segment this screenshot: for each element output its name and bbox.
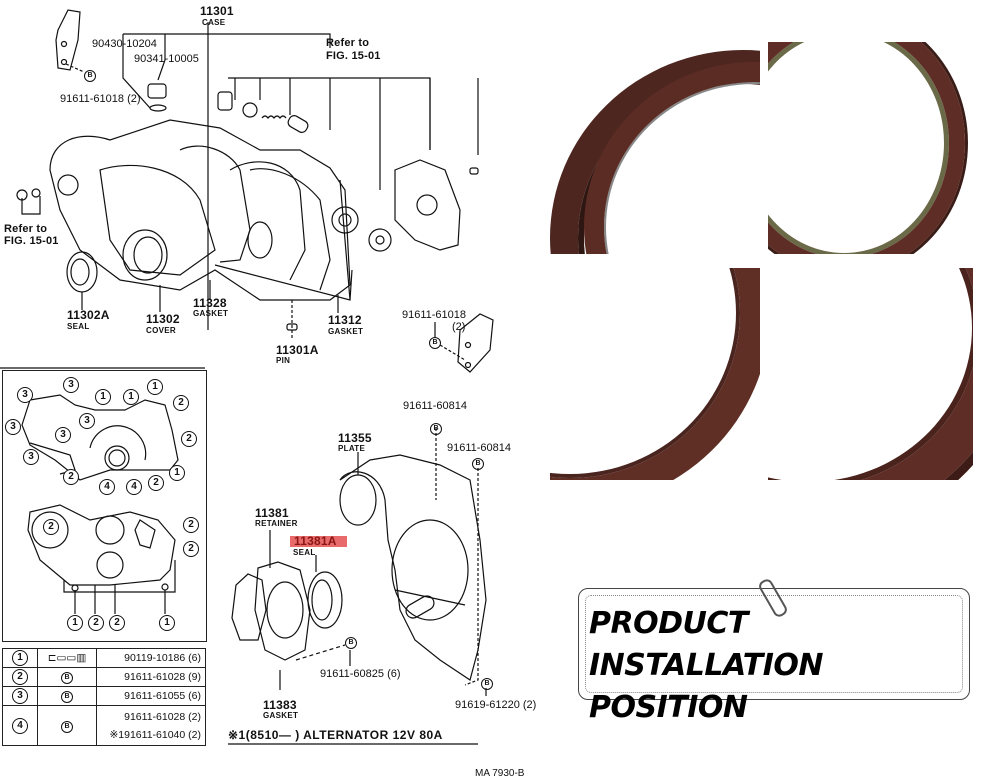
table-row: 2 B 91611-61028 (9) [2, 667, 206, 687]
gasket-part-number: 11328 [193, 296, 227, 310]
cover-part-number: 11302 [146, 312, 180, 326]
banner-title: PRODUCT INSTALLATION POSITION [589, 603, 969, 729]
alternator-footnote: ※1(8510— ) ALTERNATOR 12V 80A [228, 728, 443, 742]
retainer-part-name: RETAINER [255, 519, 298, 528]
position-marker: 1 [159, 615, 175, 631]
position-marker: 2 [43, 519, 59, 535]
plate-part-number: 11355 [338, 431, 372, 445]
part-number-alt: ※191611-61040 (2) [109, 728, 201, 741]
refer-figure-label: FIG. 15-01 [326, 50, 381, 62]
right-bracket-bolt-number: 91611-61018 [402, 309, 467, 321]
b-marker-icon: B [472, 458, 484, 470]
plate-bolt-part-number-2: 91611-60814 [447, 442, 512, 454]
bolt-part-number: 90430-10204 [92, 38, 157, 50]
pin-part-number: 11301A [276, 343, 319, 357]
b-marker-icon: B [430, 423, 442, 435]
gasket-part-number-bottom: 11383 [263, 698, 297, 712]
position-marker: 2 [183, 517, 199, 533]
position-marker: 2 [181, 431, 197, 447]
part-number: 91611-61028 (2) [124, 710, 201, 723]
refer-figure-label-left: FIG. 15-01 [4, 235, 59, 247]
b-marker-icon: B [481, 678, 493, 690]
b-marker-icon: B [61, 672, 73, 684]
position-marker: 3 [55, 427, 71, 443]
marker-2: 2 [12, 669, 28, 685]
banner-dotted-border [585, 595, 963, 693]
highlighted-seal-part-name: SEAL [293, 548, 316, 557]
position-marker: 3 [17, 387, 33, 403]
position-marker: 1 [123, 389, 139, 405]
marker-4: 4 [12, 717, 28, 734]
position-marker: 3 [79, 413, 95, 429]
position-marker: 2 [148, 475, 164, 491]
position-marker: 3 [63, 377, 79, 393]
case-part-number: 11301 [200, 4, 234, 18]
marker-1: 1 [12, 650, 28, 666]
b-marker-icon: B [61, 691, 73, 703]
product-photo-3 [550, 268, 760, 480]
bolt-legend-table: 1 ⊏▭▭▥ 90119-10186 (6) 2 B 91611-61028 (… [2, 648, 206, 746]
position-marker: 3 [5, 419, 21, 435]
position-marker: 2 [63, 469, 79, 485]
plate-part-name: PLATE [338, 444, 366, 453]
banner-line-2: POSITION [589, 690, 748, 725]
pin-part-name: PIN [276, 356, 291, 365]
b-marker-icon: B [84, 70, 96, 82]
gasket-part-name: GASKET [193, 309, 229, 318]
product-photo-4 [768, 268, 973, 480]
bracket-bolt-part-number: 91611-61018 (2) [60, 93, 141, 105]
table-row: 4 B 91611-61028 (2) ※191611-61040 (2) [2, 705, 206, 746]
table-row: 3 B 91611-61055 (6) [2, 686, 206, 706]
product-photo-1 [550, 42, 760, 254]
retainer-part-number: 11381 [255, 506, 289, 520]
table-row: 1 ⊏▭▭▥ 90119-10186 (6) [2, 648, 206, 668]
seal-part-name: SEAL [67, 322, 90, 331]
position-marker: 4 [126, 479, 142, 495]
b-marker-icon: B [345, 637, 357, 649]
figure-code: MA 7930-B [475, 768, 525, 779]
part-number: 91611-61028 (9) [96, 667, 206, 687]
banner-line-1: PRODUCT INSTALLATION [589, 606, 824, 683]
exploded-parts-diagram [0, 9, 494, 745]
b-marker-icon: B [61, 720, 73, 733]
position-marker: 4 [99, 479, 115, 495]
position-marker: 2 [109, 615, 125, 631]
position-marker: 2 [88, 615, 104, 631]
bolt-position-view: 3 3 3 3 3 3 3 1 1 1 2 2 2 1 2 4 4 2 2 2 … [2, 370, 207, 642]
installation-position-banner: PRODUCT INSTALLATION POSITION [578, 588, 970, 725]
refer-to-label: Refer to [326, 37, 370, 49]
bolt-icon: ⊏▭▭▥ [47, 652, 87, 664]
right-bracket-bolt-qty: (2) [452, 321, 466, 333]
case-part-name: CASE [202, 18, 226, 27]
highlighted-seal-part-number: 11381A [290, 535, 347, 547]
refer-to-label-left: Refer to [4, 223, 48, 235]
position-marker: 3 [23, 449, 39, 465]
position-marker: 1 [169, 465, 185, 481]
cover-part-name: COVER [146, 326, 176, 335]
b-marker-icon: B [429, 337, 441, 349]
plug-part-number: 90341-10005 [134, 53, 199, 65]
marker-3: 3 [12, 688, 28, 704]
gasket-2-part-name: GASKET [328, 327, 364, 336]
gasket-2-part-number: 11312 [328, 313, 362, 327]
position-marker: 1 [147, 379, 163, 395]
plate-bolt-part-number: 91611-60814 [403, 400, 468, 412]
position-marker: 2 [183, 541, 199, 557]
gasket-part-name-bottom: GASKET [263, 711, 299, 720]
plate-bottom-bolt-part-number: 91619-61220 (2) [455, 699, 537, 711]
product-photo-2 [768, 42, 973, 254]
seal-part-number: 11302A [67, 308, 110, 322]
part-number: 91611-61055 (6) [96, 686, 206, 706]
position-marker: 1 [67, 615, 83, 631]
position-marker: 1 [95, 389, 111, 405]
part-number: 90119-10186 (6) [96, 648, 206, 668]
position-marker: 2 [173, 395, 189, 411]
retainer-bolt-part-number: 91611-60825 (6) [320, 668, 401, 680]
